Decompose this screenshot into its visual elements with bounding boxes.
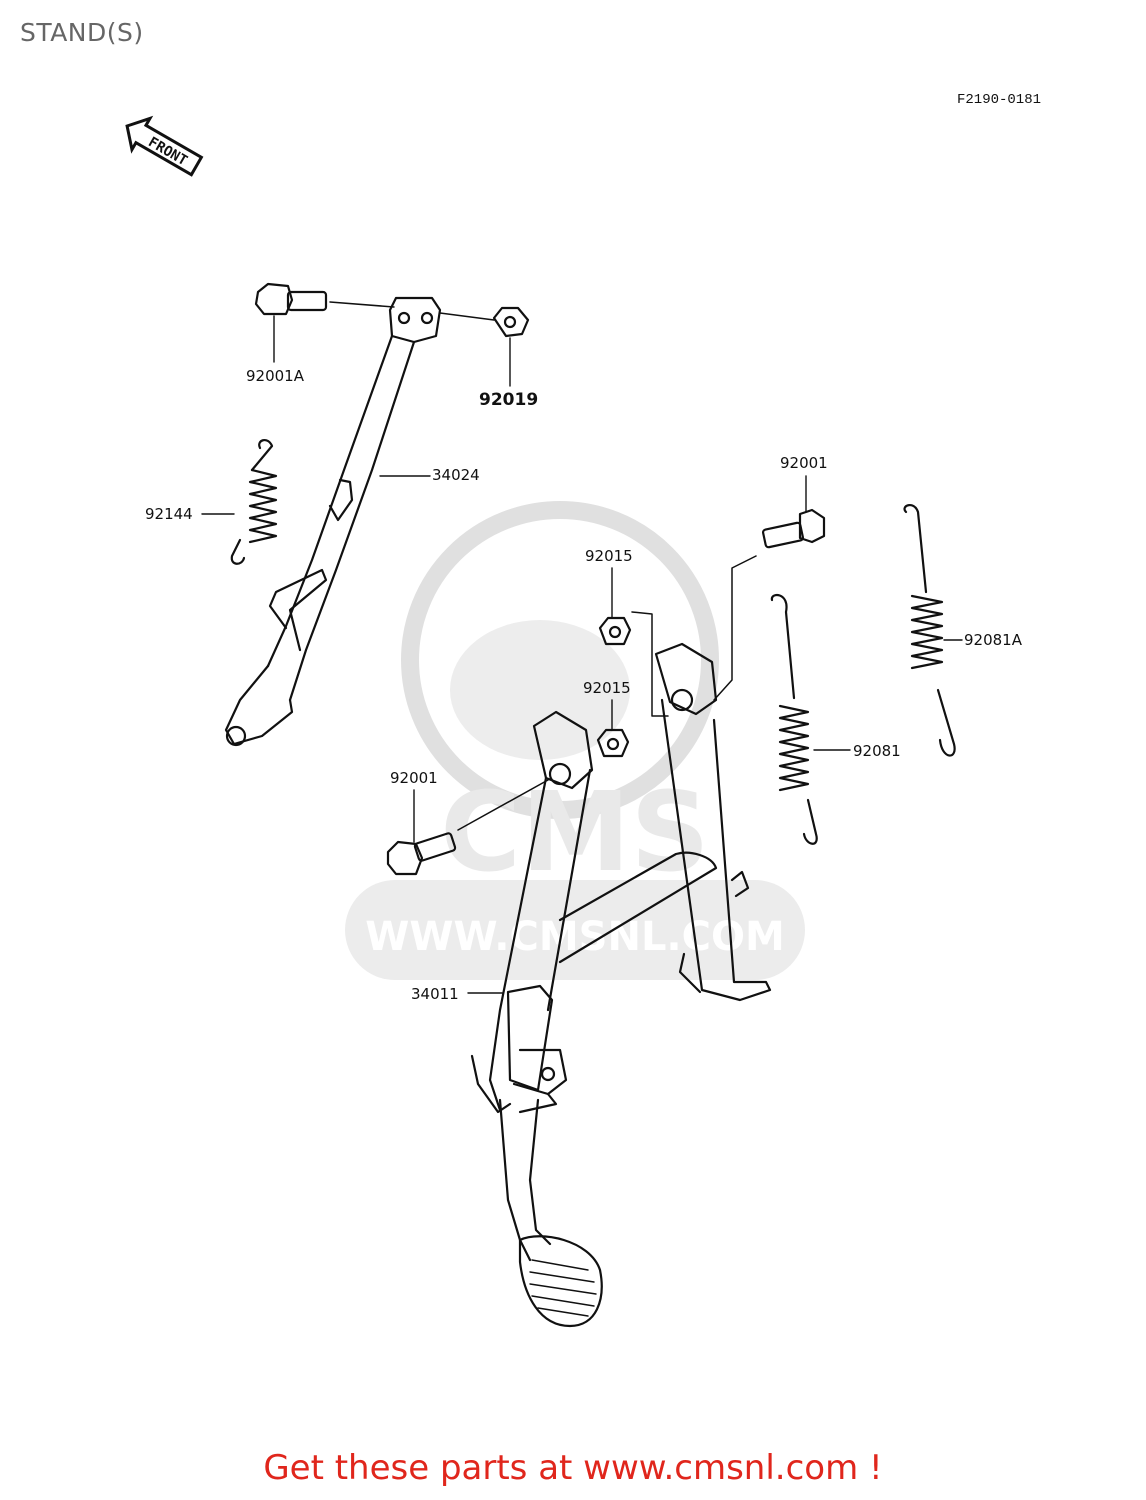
page-title: STAND(S): [20, 18, 144, 47]
label-92144: 92144: [145, 505, 193, 523]
label-92001-lower: 92001: [390, 769, 438, 787]
watermark-logo: CMS WWW.CMSNL.COM: [345, 501, 805, 980]
label-92015-lower: 92015: [583, 679, 631, 697]
bolt-92001-upper: [713, 508, 826, 701]
spring-92144: [230, 439, 278, 565]
bolt-92001-lower: [386, 779, 549, 876]
label-92081: 92081: [853, 742, 901, 760]
nut-92019: [439, 306, 530, 338]
label-92001-upper: 92001: [780, 454, 828, 472]
spring-92081A: [903, 504, 956, 757]
nut-92015-lower: [596, 728, 630, 758]
spring-92081: [770, 593, 818, 845]
label-34011: 34011: [411, 985, 459, 1003]
label-34024: 34024: [432, 466, 480, 484]
diagram-code: F2190-0181: [957, 92, 1042, 108]
bolt-92001A: [254, 282, 395, 316]
watermark-logo-text: CMS: [440, 768, 709, 896]
label-92001A: 92001A: [246, 367, 304, 385]
leader-lines: [201, 315, 963, 994]
footer-cta-link[interactable]: Get these parts at www.cmsnl.com !: [263, 1448, 883, 1488]
front-arrow-icon: FRONT: [125, 115, 204, 177]
label-92081A: 92081A: [964, 631, 1022, 649]
label-92019: 92019: [479, 390, 539, 410]
label-92015-upper: 92015: [585, 547, 633, 565]
side-stand-34024: [224, 296, 442, 747]
center-stand-34011: [470, 642, 772, 1328]
nut-92015-upper: [598, 611, 669, 717]
